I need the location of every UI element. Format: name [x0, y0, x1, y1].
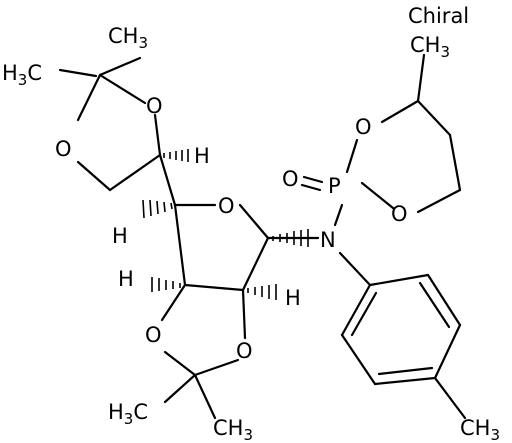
oxygen-atom-label: O	[355, 115, 372, 139]
hydrogen-atom-label: H	[194, 144, 210, 168]
oxygen-atom-label: O	[145, 323, 162, 347]
nitrogen-atom-label: N	[320, 228, 336, 252]
stereo-hash-wedges	[142, 149, 309, 300]
oxygen-atom-label: O	[236, 339, 253, 363]
atom-labels: Chiral CH3 H3C O O H O H H H O O H3C CH3…	[2, 4, 500, 443]
hydrogen-atom-label: H	[285, 286, 301, 310]
oxygen-atom-label: O	[218, 194, 235, 218]
hydrogen-atom-label: H	[112, 224, 128, 248]
methyl-label: H3C	[2, 61, 42, 89]
oxygen-atom-label: O	[55, 137, 72, 161]
methyl-label: CH3	[410, 33, 450, 61]
bonds	[58, 53, 467, 420]
methyl-label: CH3	[213, 416, 253, 443]
methyl-label: H3C	[108, 400, 148, 428]
phosphorus-atom-label: P	[328, 174, 341, 198]
hydrogen-atom-label: H	[118, 267, 134, 291]
oxygen-atom-label: O	[391, 202, 408, 226]
methyl-label: CH3	[460, 416, 500, 443]
methyl-label: CH3	[108, 24, 148, 52]
oxygen-atom-label: O	[146, 94, 163, 118]
stereo-flag-label: Chiral	[408, 4, 469, 28]
oxygen-atom-label: O	[282, 167, 299, 191]
